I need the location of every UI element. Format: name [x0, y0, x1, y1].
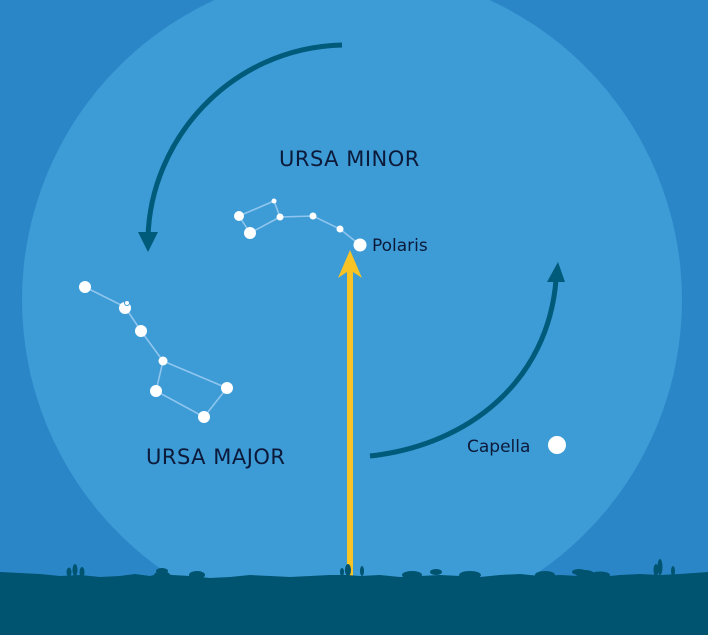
horizon-ground — [0, 559, 708, 635]
star — [158, 356, 168, 366]
star — [244, 227, 256, 239]
ursa-minor-constellation — [234, 198, 367, 252]
capella-star — [548, 436, 566, 454]
polaris-pointer-icon — [338, 250, 362, 578]
star — [221, 382, 233, 394]
star — [79, 281, 91, 293]
ursa-major-label: URSA MAJOR — [146, 445, 286, 469]
polaris-star — [353, 238, 367, 252]
star — [271, 198, 277, 204]
star — [198, 411, 210, 423]
rotation-arrow-right-icon — [369, 262, 565, 459]
tree-silhouettes — [66, 559, 675, 577]
star — [135, 325, 147, 337]
ursa-major-constellation — [79, 281, 233, 423]
star — [234, 211, 244, 221]
polaris-label: Polaris — [372, 236, 428, 256]
rotation-arrow-top-icon — [138, 42, 343, 252]
capella-label: Capella — [467, 437, 530, 457]
star — [276, 213, 284, 221]
star — [309, 212, 317, 220]
star — [336, 225, 344, 233]
ursa-minor-label: URSA MINOR — [279, 147, 420, 171]
star-companion — [125, 301, 129, 305]
star — [150, 385, 162, 397]
